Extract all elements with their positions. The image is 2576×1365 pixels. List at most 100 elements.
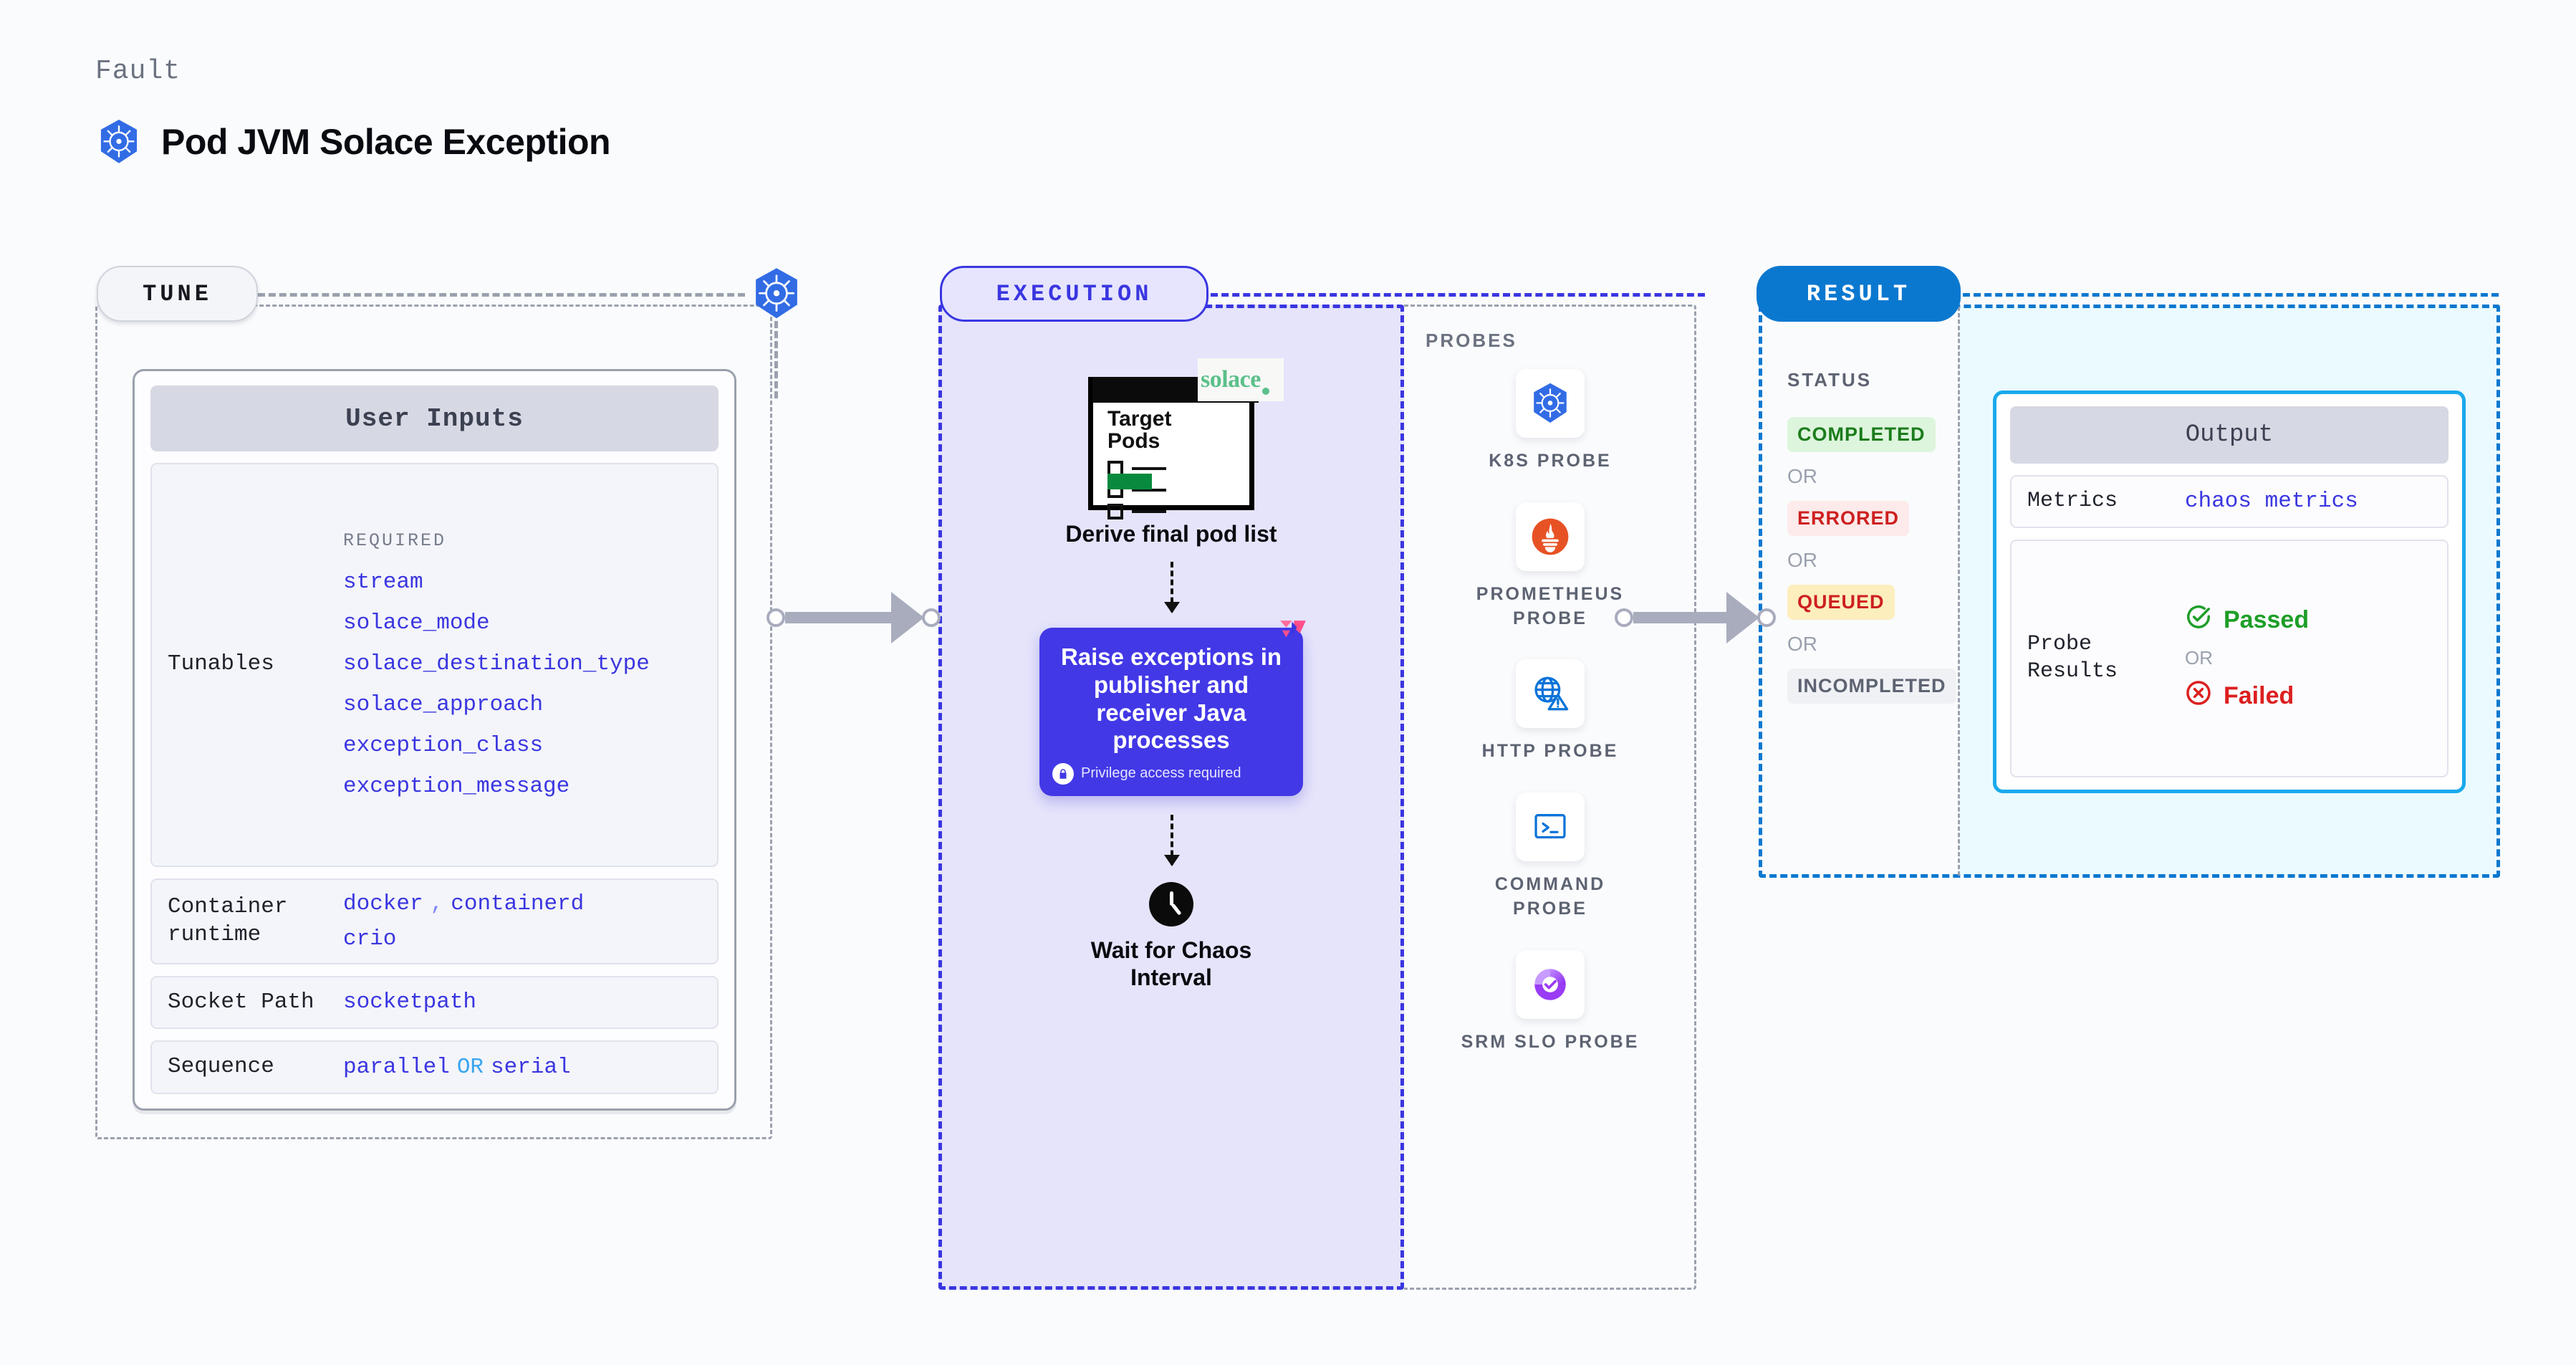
sequence-parallel[interactable]: parallel (343, 1055, 450, 1081)
result-connector-line (1963, 293, 2499, 297)
sequence-or: OR (456, 1055, 484, 1081)
probes-title: PROBES (1426, 330, 1517, 351)
result-panel (1759, 305, 2500, 878)
kubernetes-icon (749, 267, 804, 321)
table-row: Socket Path socketpath (150, 975, 719, 1030)
probe-failed: Failed (2185, 679, 2431, 713)
wait-chaos-caption: Wait for Chaos Interval (1090, 937, 1252, 991)
probe-k8s[interactable]: K8S PROBE (1461, 369, 1640, 474)
probe-prometheus[interactable]: PROMETHEUS PROBE (1461, 502, 1640, 631)
user-inputs-title: User Inputs (150, 385, 719, 451)
tune-pill-label[interactable]: TUNE (97, 266, 258, 322)
http-globe-warning-icon (1516, 659, 1585, 729)
tune-panel (95, 305, 772, 1139)
tunable-stream[interactable]: stream (343, 570, 423, 595)
x-circle-icon (2185, 679, 2212, 713)
row-label: Metrics (2027, 489, 2118, 513)
probe-command[interactable]: COMMAND PROBE (1461, 792, 1640, 921)
connector-knob (1615, 608, 1633, 627)
runtime-crio[interactable]: crio (343, 926, 397, 952)
connector-knob (922, 608, 941, 627)
tunable-solace-mode[interactable]: solace_mode (343, 610, 490, 636)
flow-arrow-2 (1164, 814, 1180, 866)
row-label: Socket Path (168, 989, 314, 1015)
clock-icon (1149, 881, 1193, 926)
checkbox-icon (1107, 504, 1123, 519)
solace-dot-icon (1261, 388, 1269, 395)
action-card[interactable]: Raise exceptions in publisher and receiv… (1039, 621, 1306, 796)
metrics-value[interactable]: chaos metrics (2185, 489, 2358, 514)
status-badge: INCOMPLETED (1787, 669, 1956, 704)
execution-connector-line (1211, 293, 1705, 297)
status-badge: QUEUED (1787, 585, 1895, 620)
arrow-right-icon (1726, 592, 1759, 643)
probe-label: PROMETHEUS PROBE (1476, 583, 1625, 628)
derive-pod-list-caption: Derive final pod list (1065, 521, 1277, 547)
table-row: Metrics chaos metrics (2010, 475, 2448, 528)
tune-connector-line (258, 293, 745, 297)
probe-label: K8S PROBE (1489, 451, 1612, 471)
target-pods-title: Target Pods (1107, 407, 1172, 454)
sequence-serial[interactable]: serial (491, 1055, 571, 1081)
row-label: Tunables (168, 651, 274, 677)
result-inner-divider (1958, 307, 1960, 876)
action-title: Raise exceptions in publisher and receiv… (1060, 643, 1282, 754)
execution-pill-label[interactable]: EXECUTION (940, 266, 1208, 322)
result-pill-label[interactable]: RESULT (1756, 266, 1961, 322)
solace-logo: solace (1198, 358, 1284, 401)
privilege-note: Privilege access required (1052, 762, 1241, 785)
solace-wordmark: solace (1201, 366, 1261, 393)
or-separator: OR (1787, 633, 1817, 655)
runtime-docker[interactable]: docker (343, 891, 423, 916)
tunable-solace-approach[interactable]: solace_approach (343, 692, 544, 718)
tunable-exception-class[interactable]: exception_class (343, 733, 544, 759)
status-title: STATUS (1787, 369, 1873, 391)
arrow-right-icon (891, 592, 924, 643)
user-inputs-card: User Inputs Tunables REQUIRED stream sol… (133, 369, 736, 1111)
runtime-containerd[interactable]: containerd (451, 891, 585, 916)
status-badge: ERRORED (1787, 501, 1910, 536)
terminal-icon (1516, 792, 1585, 861)
prometheus-icon (1516, 502, 1585, 571)
probe-passed: Passed (2185, 603, 2431, 637)
probe-srm-slo[interactable]: SRM SLO PROBE (1461, 949, 1640, 1055)
fault-eyebrow-label: Fault (95, 56, 181, 87)
row-label: Container runtime (168, 894, 288, 947)
litmus-icon (1280, 621, 1306, 638)
kubernetes-icon (95, 118, 143, 166)
connector-knob (1757, 608, 1776, 627)
probe-http[interactable]: HTTP PROBE (1461, 659, 1640, 764)
tune-badge-tail (774, 321, 778, 398)
probe-label: HTTP PROBE (1481, 741, 1619, 762)
check-circle-icon (2185, 603, 2212, 637)
or-separator: OR (1787, 549, 1817, 571)
connector-bar (785, 612, 891, 623)
required-header: REQUIRED (343, 530, 447, 552)
probe-failed-label: Failed (2224, 682, 2294, 710)
socketpath-value[interactable]: socketpath (343, 990, 477, 1015)
or-separator: OR (1787, 465, 1817, 487)
kubernetes-icon (1516, 369, 1585, 438)
tunable-solace-destination-type[interactable]: solace_destination_type (343, 651, 650, 677)
target-pods-card: Target Pods solace (1088, 358, 1284, 519)
srm-slo-icon (1516, 949, 1585, 1019)
table-row: Tunables REQUIRED stream solace_mode sol… (150, 463, 719, 867)
privilege-note-text: Privilege access required (1081, 765, 1241, 782)
tunable-exception-message[interactable]: exception_message (343, 774, 570, 800)
probe-label: COMMAND PROBE (1494, 874, 1606, 919)
output-title: Output (2010, 406, 2448, 464)
page-title-row: Pod JVM Solace Exception (95, 118, 611, 166)
table-row: Container runtime docker , containerd cr… (150, 878, 719, 964)
status-column: STATUS COMPLETED OR ERRORED OR QUEUED OR… (1787, 369, 1956, 717)
row-label: Sequence (168, 1054, 274, 1080)
probe-label: SRM SLO PROBE (1461, 1031, 1640, 1052)
list-item (1107, 504, 1166, 519)
connector-tune-to-execution (766, 592, 941, 643)
execution-flow: Target Pods solace Derive final pod list… (938, 358, 1404, 992)
or-separator: OR (2185, 647, 2213, 669)
connector-bar (1633, 612, 1726, 623)
lock-icon (1052, 762, 1074, 785)
